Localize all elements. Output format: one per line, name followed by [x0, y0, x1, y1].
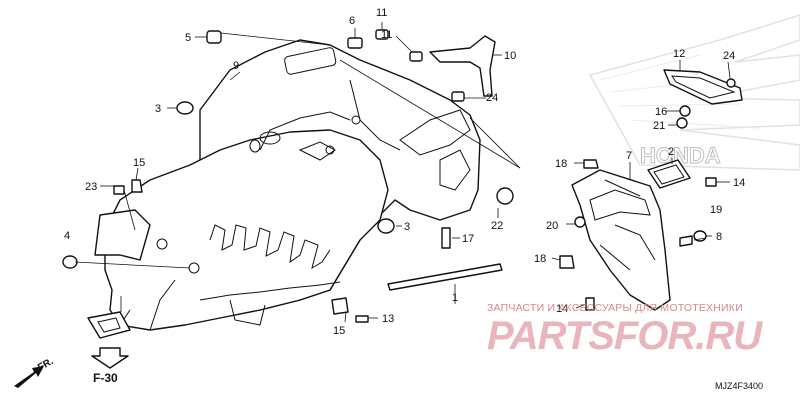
fender-side-flap: [94, 209, 151, 261]
callout-4: 4: [64, 230, 70, 242]
callout-1: 1: [452, 292, 458, 304]
callout-13: 13: [382, 313, 394, 325]
callout-3-b: 3: [404, 221, 410, 233]
front-direction-arrow: [14, 366, 44, 388]
callout-14-a: 14: [733, 177, 745, 189]
callout-labels: 5 9 6 11 11 24 10 3 15 23 4 3 17 1 22 12…: [64, 7, 745, 337]
callout-9: 9: [233, 60, 239, 72]
diagram-code: MJZ4F3400: [715, 381, 763, 391]
license-plate-bracket: [571, 169, 671, 311]
callout-19: 19: [710, 204, 722, 216]
callout-18-a: 18: [555, 158, 567, 170]
rear-fender-assembly: [104, 39, 481, 331]
callout-11-a: 11: [376, 7, 387, 19]
callout-24: 24: [723, 50, 735, 62]
callout-11-b: 11: [381, 29, 392, 41]
callout-18-b: 18: [534, 253, 546, 265]
leader-lines: [74, 22, 731, 323]
callout-12: 12: [673, 48, 685, 60]
callout-2: 2: [668, 146, 674, 158]
callout-14-b: 14: [556, 303, 568, 315]
watermark-tagline: ЗАПЧАСТИ И АКСЕССУАРЫ ДЛЯ МОТОТЕХНИКИ: [487, 302, 743, 314]
watermark-site: PARTSFOR.RU: [487, 314, 762, 358]
callout-23: 23: [85, 181, 97, 193]
callout-15-a: 15: [133, 157, 145, 169]
license-light-part-2: [647, 159, 691, 189]
callout-11-c: 24: [486, 92, 498, 104]
bracket-ref-f30: [87, 311, 131, 369]
callout-6: 6: [349, 15, 355, 27]
ref-label: F-30: [93, 371, 118, 385]
down-arrow-icon: [91, 347, 129, 369]
callout-5: 5: [185, 32, 191, 44]
callout-21: 21: [653, 120, 665, 132]
bolts-right: [559, 78, 736, 311]
callout-20: 20: [546, 220, 558, 232]
front-label: FR.: [36, 356, 56, 374]
small-fasteners: [62, 29, 514, 323]
callout-10: 10: [504, 50, 516, 62]
bracket-part-10: [429, 35, 496, 97]
callout-17: 17: [462, 233, 474, 245]
reflector-part-12: [663, 69, 743, 105]
callout-8: 8: [716, 231, 722, 243]
callout-15-b: 15: [333, 325, 345, 337]
callout-22: 22: [491, 220, 503, 232]
callout-7: 7: [626, 150, 632, 162]
rod-part-1: [387, 263, 503, 291]
callout-16: 16: [655, 106, 667, 118]
callout-3-a: 3: [155, 103, 161, 115]
